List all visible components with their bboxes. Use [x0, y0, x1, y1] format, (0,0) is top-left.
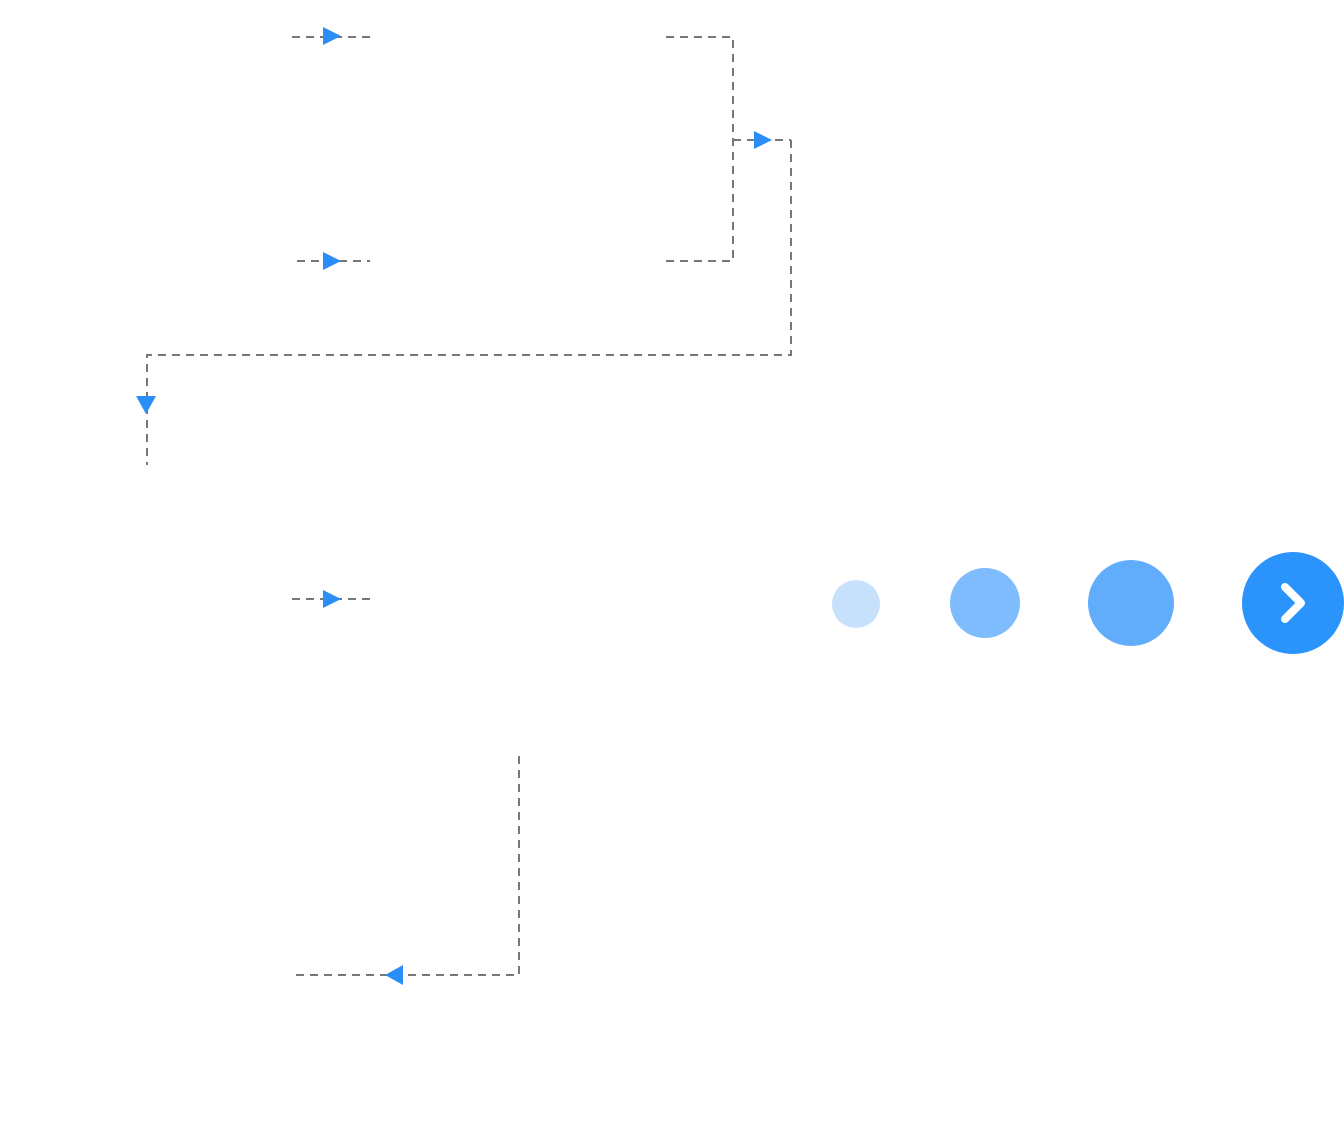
step-dot-2 — [950, 568, 1020, 638]
next-button[interactable] — [1242, 552, 1344, 654]
left-arrow-icon — [385, 965, 403, 985]
step-dot-3 — [1088, 560, 1174, 646]
step-dot-1 — [832, 580, 880, 628]
right-arrow-icon — [754, 131, 772, 149]
right-arrow-icon — [323, 27, 341, 45]
chevron-right-icon — [1281, 583, 1305, 623]
bottom-connector — [292, 756, 520, 976]
return-connector — [146, 140, 792, 465]
right-arrow-icon — [323, 252, 341, 270]
merge-connector — [664, 36, 734, 262]
down-arrow-icon — [136, 396, 156, 414]
right-arrow-icon — [323, 590, 341, 608]
